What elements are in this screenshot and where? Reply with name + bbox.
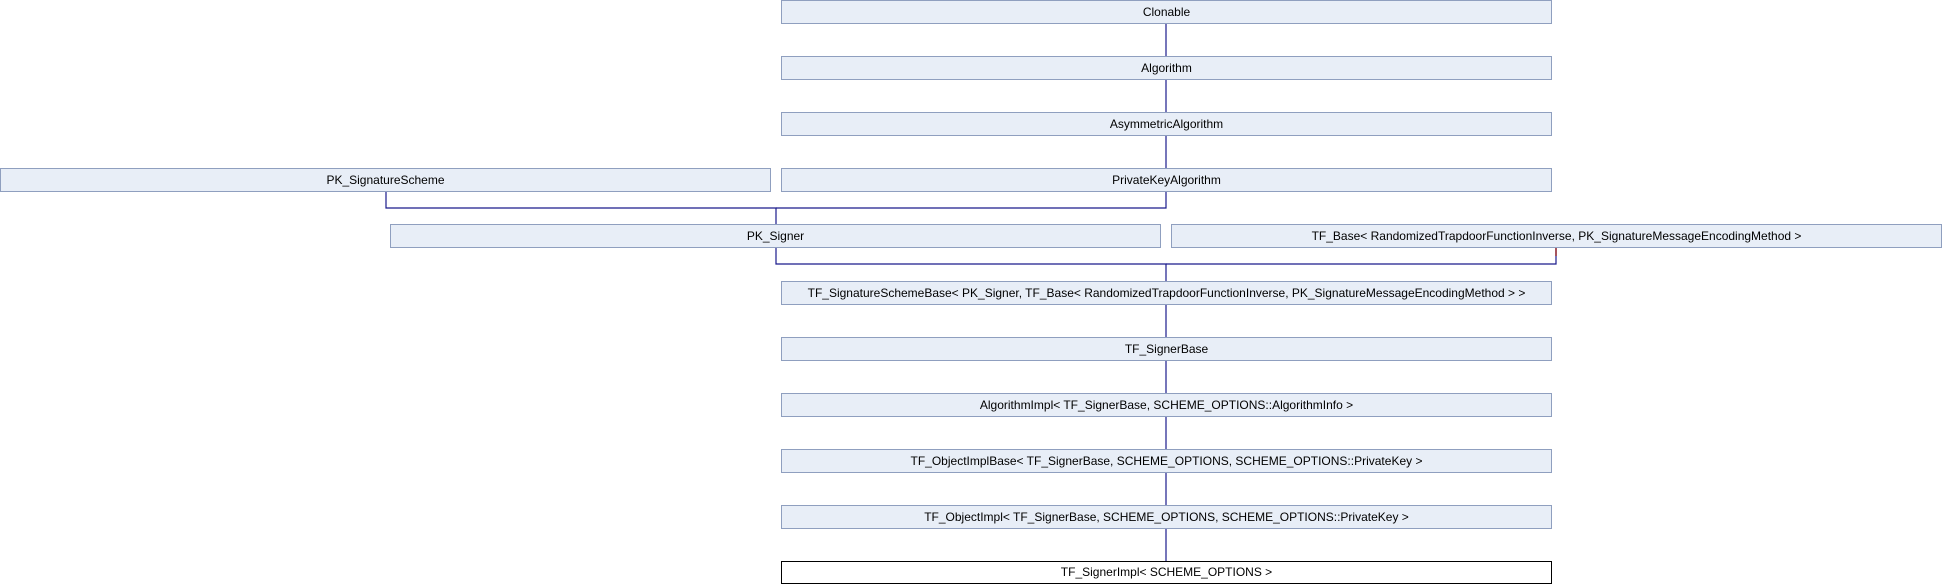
node-algorithm-impl[interactable]: AlgorithmImpl< TF_SignerBase, SCHEME_OPT…: [781, 393, 1552, 417]
node-tf-base[interactable]: TF_Base< RandomizedTrapdoorFunctionInver…: [1171, 224, 1942, 248]
node-tf-signature-scheme-base[interactable]: TF_SignatureSchemeBase< PK_Signer, TF_Ba…: [781, 281, 1552, 305]
node-private-key-algorithm[interactable]: PrivateKeyAlgorithm: [781, 168, 1552, 192]
node-algorithm[interactable]: Algorithm: [781, 56, 1552, 80]
edge-pksigner-to-signaturescheme: [382, 183, 777, 224]
node-tf-signer-base[interactable]: TF_SignerBase: [781, 337, 1552, 361]
node-tf-object-impl-base[interactable]: TF_ObjectImplBase< TF_SignerBase, SCHEME…: [781, 449, 1552, 473]
node-pk-signature-scheme[interactable]: PK_SignatureScheme: [0, 168, 771, 192]
node-pk-signer[interactable]: PK_Signer: [390, 224, 1161, 248]
node-asymmetric-algorithm[interactable]: AsymmetricAlgorithm: [781, 112, 1552, 136]
edge-pksigner-to-privatekeyalgorithm: [776, 183, 1170, 209]
node-tf-object-impl[interactable]: TF_ObjectImpl< TF_SignerBase, SCHEME_OPT…: [781, 505, 1552, 529]
node-clonable[interactable]: Clonable: [781, 0, 1552, 24]
edge-schemebase-to-tfbase: [1166, 247, 1557, 265]
edge-schemebase-to-pksigner: [772, 239, 1167, 281]
node-tf-signer-impl-current: TF_SignerImpl< SCHEME_OPTIONS >: [781, 561, 1552, 584]
